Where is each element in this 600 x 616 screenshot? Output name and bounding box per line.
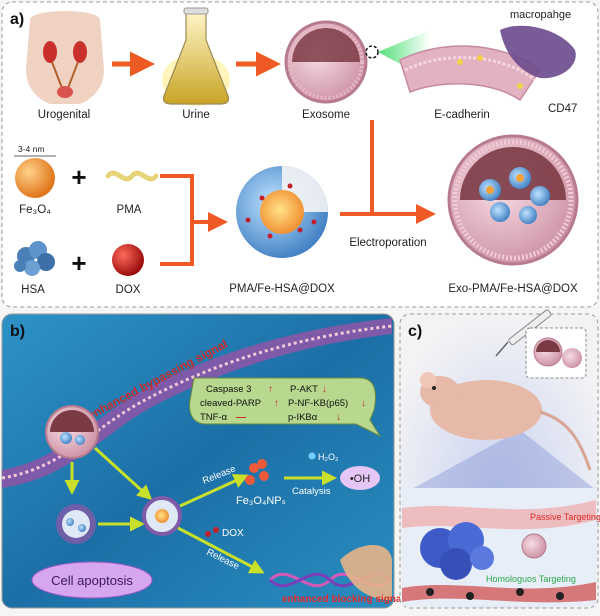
catalysis-label: Catalysis [292, 486, 331, 497]
vessel-particle-2 [466, 592, 474, 600]
oh-bubble [340, 466, 380, 490]
macrophage-label: macropahge [510, 9, 571, 21]
dox-dot-2 [213, 527, 219, 533]
panel-c: c) Passive T [399, 309, 600, 609]
oh-label: •OH [350, 473, 370, 485]
electroporation-label: Electroporation [349, 237, 426, 249]
apoptosis-bubble [31, 561, 153, 599]
exosome-entering [45, 405, 99, 459]
fe3o4-label: Fe₃O₄ [19, 204, 51, 216]
marker-left-1: Caspase 3 [206, 384, 251, 395]
urine-label: Urine [182, 109, 209, 121]
marker-left-dash: — [236, 412, 246, 423]
urogenital-label: Urogenital [38, 109, 90, 121]
hsa-label: HSA [21, 284, 45, 296]
marker-right-down-1: ↓ [322, 384, 327, 395]
blocking-signal-label: enhanced blocking signal [282, 594, 404, 605]
marker-left-3: TNF-α [200, 412, 228, 423]
marker-left-up-1: ↑ [268, 384, 273, 395]
nanoparticle-label: PMA/Fe-HSA@DOX [229, 283, 335, 295]
arrow-release-2 [177, 526, 265, 574]
blood-vessel [402, 582, 596, 603]
dox-release-label: DOX [222, 528, 244, 539]
dox-dot-1 [205, 531, 211, 537]
exo-nanoparticle-label: Exo-PMA/Fe-HSA@DOX [448, 283, 578, 295]
dox-label: DOX [116, 284, 141, 296]
vessel-wall [402, 500, 596, 530]
plus-sign-1: + [71, 162, 86, 192]
marker-right-2: P-NF-KB(p65) [288, 398, 348, 409]
panel-a-letter: a) [10, 11, 24, 28]
cd47-label: CD47 [548, 103, 577, 115]
injected-exosomes [525, 327, 587, 379]
marker-callout [189, 377, 382, 438]
tumor-cells [420, 522, 494, 580]
endosome-2 [142, 496, 182, 536]
fe3o4-cluster [245, 459, 269, 485]
exosome-label: Exosome [302, 109, 350, 121]
torso-illustration [26, 11, 104, 104]
marker-right-down-3: ↓ [336, 412, 341, 423]
vessel-particle-4 [556, 592, 564, 600]
marker-right-1: P-AKT [290, 384, 318, 395]
size-label: 3-4 nm [18, 144, 44, 154]
flask-illustration [162, 7, 230, 106]
membrane-zoom [378, 25, 576, 102]
marker-right-3: p-IKBα [288, 412, 318, 423]
panel-a: a) Urogenital Urine Exosome [1, 1, 599, 308]
hsa-protein [14, 241, 55, 276]
fe3o4-sphere [15, 158, 55, 198]
e-cadherin-label: E-cadherin [434, 109, 490, 121]
pma-polymer [105, 170, 159, 182]
arrow-exosome-diag [93, 446, 153, 501]
nucleus-shape [340, 545, 392, 600]
vessel-particle-1 [426, 588, 434, 596]
vessel-particle-3 [516, 588, 524, 596]
arrow-release-1 [179, 474, 249, 508]
panel-c-letter: c) [408, 323, 422, 340]
passive-targeting-label: Passive Targeting [530, 512, 600, 522]
targeting-exosome [521, 533, 547, 559]
pma-label: PMA [117, 204, 142, 216]
marker-left-up-2: ↑ [274, 398, 279, 409]
light-cone [410, 430, 596, 490]
marker-right-down-2: ↓ [361, 398, 366, 409]
mouse-illustration [420, 372, 592, 471]
fe3o4-nps-label: Fe₃O₄NPₛ [236, 495, 286, 507]
panel-b: b) enhanced bypassing signal Caspase 3 c… [1, 313, 404, 609]
apoptosis-label: Cell apoptosis [51, 573, 133, 588]
h2o2-dot [308, 452, 316, 460]
endosome-1 [56, 504, 96, 544]
dox-sphere [112, 244, 144, 276]
exo-nanoparticle-illustration [447, 134, 579, 266]
h2o2-label: H₂O₂ [318, 452, 339, 462]
homologous-targeting-label: Homologuos Targeting [486, 574, 576, 584]
nanoparticle-illustration [236, 166, 328, 258]
plus-sign-2: + [71, 248, 86, 278]
macrophage-shape [500, 25, 576, 79]
cell-membrane-band [2, 318, 392, 488]
panel-b-letter: b) [10, 323, 25, 340]
exosome-illustration [284, 20, 379, 104]
marker-left-2: cleaved-PARP [200, 398, 261, 409]
